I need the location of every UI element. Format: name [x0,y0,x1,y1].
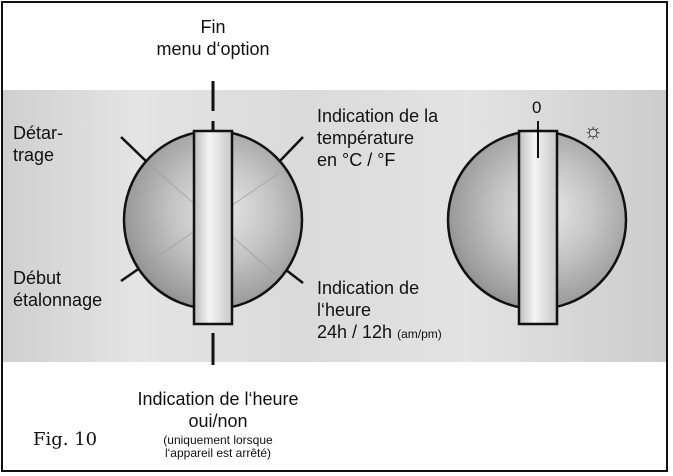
knobs-illustration [120,81,628,365]
temperature-label-line1: Indication de la [317,106,439,126]
indicator-upper-right-line [277,136,304,164]
temperature-label-line3: en °C / °F [317,150,396,170]
zero-mark-label: 0 [532,98,542,117]
calibration-label-line2: étalonnage [13,290,103,310]
bottom-label-line1: Indication de l‘heure [137,389,299,409]
time-format-label-line1: Indication de [317,278,420,298]
time-format-label-line3: 24h / 12h (am/pm) [317,322,442,342]
time-format-main: 24h / 12h [317,322,393,342]
sun-icon: ☼ [583,118,604,143]
right-knob[interactable] [446,121,628,326]
top-label-line1: Fin [200,17,226,37]
left-knob[interactable] [122,121,304,326]
descaling-label-line2: trage [13,145,55,165]
bottom-note-line2: l‘appareil est arrêté) [164,446,272,460]
indicator-upper-left-line [120,136,151,166]
bottom-note-line1: (uniquement lorsque [163,433,273,447]
figure-caption: Fig. 10 [33,429,98,450]
calibration-label-line1: Début [13,268,62,288]
bottom-label-line2: oui/non [188,411,248,431]
descaling-label-line1: Détar- [13,123,64,143]
time-format-label-line2: l‘heure [317,300,372,320]
temperature-label-line2: température [317,128,415,148]
time-format-ampm: (am/pm) [397,327,442,341]
top-label-line2: menu d‘option [156,39,270,59]
